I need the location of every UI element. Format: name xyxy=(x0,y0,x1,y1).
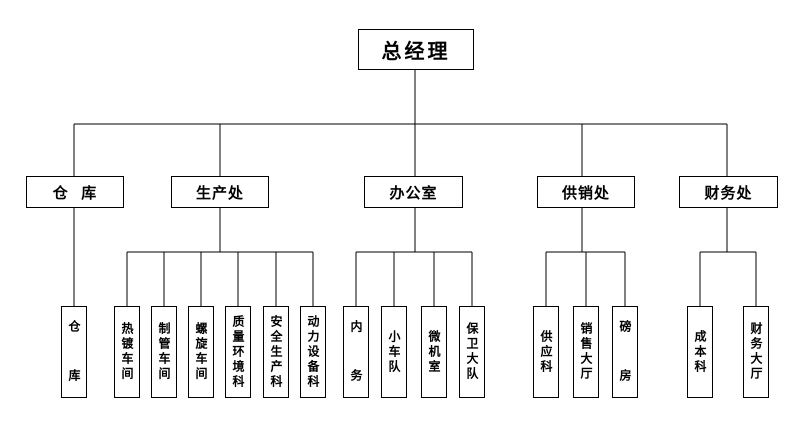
node-label: 供应科 xyxy=(539,329,553,375)
node-label: 仓 库 xyxy=(52,183,98,202)
node-label: 螺旋车间 xyxy=(194,322,208,382)
node-unit: 保卫大队 xyxy=(459,306,485,398)
node-unit: 供应科 xyxy=(533,306,559,398)
node-unit: 制管车间 xyxy=(151,306,177,398)
node-dept-production: 生产处 xyxy=(171,176,269,208)
node-dept-finance: 财务处 xyxy=(679,176,778,208)
node-label: 微机室 xyxy=(427,329,441,375)
node-unit: 销售大厅 xyxy=(573,306,599,398)
node-unit: 安全生产科 xyxy=(263,306,289,398)
node-unit: 内 务 xyxy=(343,306,369,398)
node-label: 质量环境科 xyxy=(231,314,245,390)
node-label: 热镀车间 xyxy=(120,322,134,382)
node-label: 安全生产科 xyxy=(269,314,283,390)
node-unit: 螺旋车间 xyxy=(188,306,214,398)
node-label: 总经理 xyxy=(381,39,451,63)
node-unit: 小车队 xyxy=(381,306,407,398)
node-general-manager: 总经理 xyxy=(358,29,474,70)
node-label: 磅 房 xyxy=(618,320,632,384)
node-dept-office: 办公室 xyxy=(364,176,463,208)
node-label: 供销处 xyxy=(561,183,610,202)
node-unit: 质量环境科 xyxy=(225,306,251,398)
node-label: 内 务 xyxy=(349,320,363,384)
node-label: 财务大厅 xyxy=(749,322,763,382)
node-label: 动力设备科 xyxy=(306,314,320,390)
node-unit: 热镀车间 xyxy=(114,306,140,398)
node-label: 生产处 xyxy=(195,183,244,202)
node-unit: 财务大厅 xyxy=(743,306,769,398)
node-dept-warehouse: 仓 库 xyxy=(26,176,124,208)
node-label: 保卫大队 xyxy=(465,322,479,382)
node-label: 销售大厅 xyxy=(579,322,593,382)
node-label: 办公室 xyxy=(389,183,438,202)
node-label: 仓 库 xyxy=(67,320,81,384)
node-unit: 磅 房 xyxy=(612,306,638,398)
node-label: 成本科 xyxy=(693,329,707,375)
node-unit: 仓 库 xyxy=(61,306,87,398)
node-unit: 动力设备科 xyxy=(300,306,326,398)
node-dept-supply-sales: 供销处 xyxy=(537,176,635,208)
node-unit: 微机室 xyxy=(421,306,447,398)
node-label: 小车队 xyxy=(387,329,401,375)
node-label: 财务处 xyxy=(704,183,753,202)
node-label: 制管车间 xyxy=(157,322,171,382)
node-unit: 成本科 xyxy=(687,306,713,398)
